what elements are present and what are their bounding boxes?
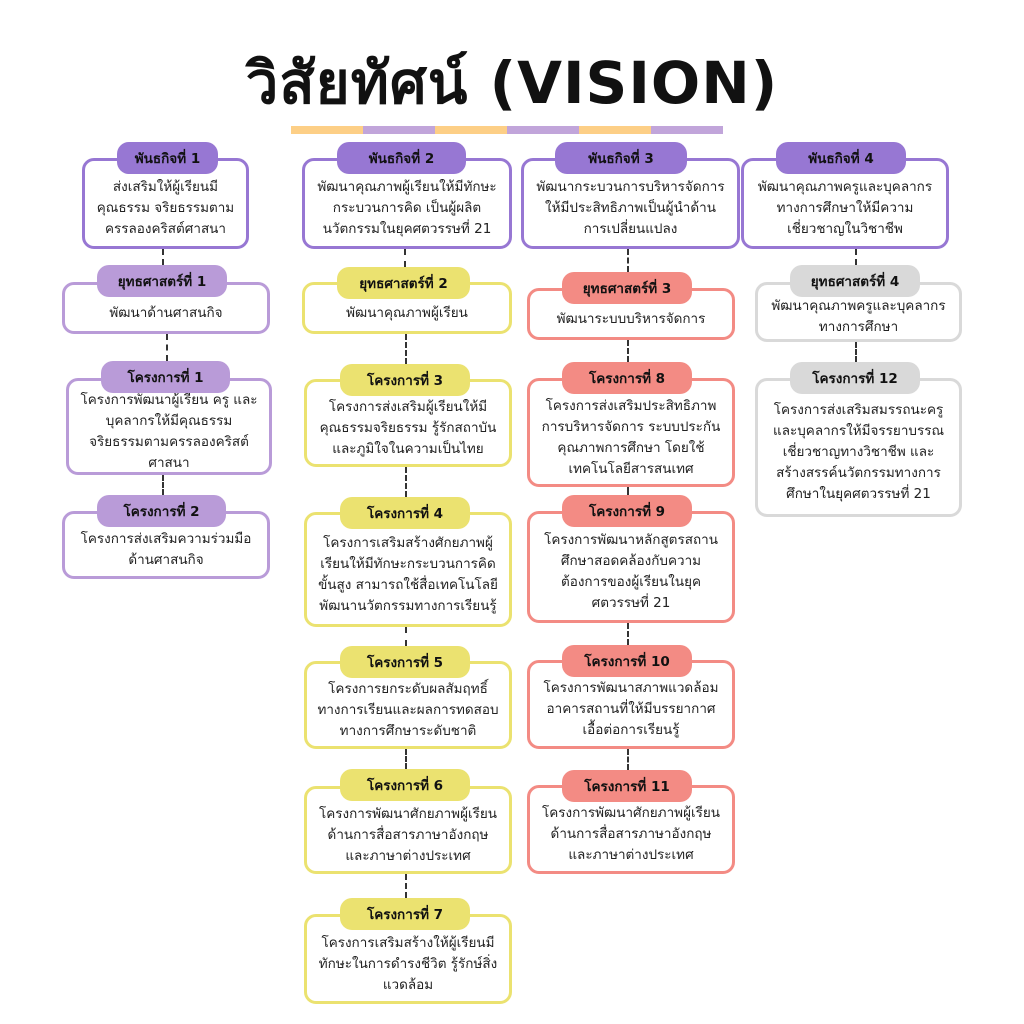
- mission-label: พันธกิจที่ 4: [776, 142, 906, 174]
- connector-line: [627, 487, 629, 495]
- project-box: โครงการเสริมสร้างศักยภาพผู้เรียนให้มีทัก…: [304, 512, 512, 627]
- strategy-label: ยุทธศาสตร์ที่ 2: [337, 267, 470, 299]
- connector-line: [405, 467, 407, 497]
- project-box: โครงการส่งเสริมประสิทธิภาพการบริหารจัดกา…: [527, 378, 735, 487]
- connector-line: [855, 342, 857, 362]
- mission-label: พันธกิจที่ 3: [555, 142, 687, 174]
- strategy-description: พัฒนาด้านศาสนกิจ: [109, 304, 223, 321]
- project-label: โครงการที่ 8: [562, 362, 692, 394]
- connector-line: [405, 334, 407, 364]
- project-description: โครงการพัฒนาสภาพแวดล้อมอาคารสถานที่ให้มี…: [543, 680, 719, 738]
- connector-line: [405, 627, 407, 646]
- project-label: โครงการที่ 7: [340, 898, 470, 930]
- connector-line: [627, 623, 629, 645]
- mission-label: พันธกิจที่ 1: [117, 142, 218, 174]
- project-label: โครงการที่ 3: [340, 364, 470, 396]
- page-title: วิสัยทัศน์ (VISION): [245, 49, 779, 117]
- strategy-description: พัฒนาคุณภาพผู้เรียน: [346, 304, 468, 321]
- project-label: โครงการที่ 4: [340, 497, 470, 529]
- project-description: โครงการส่งเสริมสมรรถนะครูและบุคลากรให้มี…: [773, 402, 944, 502]
- project-box: โครงการพัฒนาผู้เรียน ครู และบุคลากรให้มี…: [66, 378, 272, 475]
- project-description: โครงการเสริมสร้างให้ผู้เรียนมีทักษะในการ…: [318, 934, 498, 993]
- strategy-label: ยุทธศาสตร์ที่ 3: [562, 272, 692, 304]
- project-label: โครงการที่ 6: [340, 769, 470, 801]
- bar-segment: [291, 126, 363, 134]
- project-label: โครงการที่ 5: [340, 646, 470, 678]
- connector-line: [627, 249, 629, 272]
- bar-segment: [435, 126, 507, 134]
- mission-description: พัฒนากระบวนการบริหารจัดการให้มีประสิทธิภ…: [536, 179, 725, 237]
- project-description: โครงการพัฒนาศักยภาพผู้เรียนด้านการสื่อสา…: [542, 805, 720, 863]
- connector-line: [162, 249, 164, 265]
- project-box: โครงการส่งเสริมสมรรถนะครูและบุคลากรให้มี…: [755, 378, 962, 517]
- project-label: โครงการที่ 11: [562, 770, 692, 802]
- connector-line: [405, 874, 407, 898]
- project-label: โครงการที่ 12: [790, 362, 920, 394]
- project-box: โครงการพัฒนาศักยภาพผู้เรียนด้านการสื่อสา…: [527, 785, 735, 874]
- project-description: โครงการพัฒนาหลักสูตรสถานศึกษาสอดคล้องกับ…: [544, 532, 718, 611]
- project-label: โครงการที่ 10: [562, 645, 692, 677]
- project-description: โครงการส่งเสริมความร่วมมือด้านศาสนกิจ: [80, 531, 252, 568]
- project-box: โครงการพัฒนาหลักสูตรสถานศึกษาสอดคล้องกับ…: [527, 511, 735, 623]
- connector-line: [405, 749, 407, 769]
- project-description: โครงการส่งเสริมผู้เรียนให้มีคุณธรรมจริยธ…: [319, 398, 497, 457]
- strategy-label: ยุทธศาสตร์ที่ 4: [790, 265, 920, 297]
- bar-segment: [507, 126, 579, 134]
- project-label: โครงการที่ 1: [101, 361, 230, 393]
- project-description: โครงการส่งเสริมประสิทธิภาพการบริหารจัดกา…: [541, 397, 721, 477]
- mission-description: พัฒนาคุณภาพครูและบุคลากรทางการศึกษาให้มี…: [757, 179, 933, 237]
- project-description: โครงการพัฒนาศักยภาพผู้เรียนด้านการสื่อสา…: [319, 805, 497, 864]
- project-label: โครงการที่ 9: [562, 495, 692, 527]
- project-description: โครงการยกระดับผลสัมฤทธิ์ทางการเรียนและผล…: [317, 680, 499, 739]
- strategy-description: พัฒนาคุณภาพครูและบุคลากรทางการศึกษา: [771, 298, 946, 335]
- project-description: โครงการเสริมสร้างศักยภาพผู้เรียนให้มีทัก…: [318, 534, 498, 614]
- connector-line: [855, 249, 857, 265]
- strategy-label: ยุทธศาสตร์ที่ 1: [97, 265, 227, 297]
- connector-line: [166, 334, 168, 361]
- strategy-box: พัฒนาระบบบริหารจัดการ: [527, 288, 735, 340]
- bar-segment: [651, 126, 723, 134]
- mission-description: พัฒนาคุณภาพผู้เรียนให้มีทักษะกระบวนการคิ…: [317, 179, 497, 237]
- mission-description: ส่งเสริมให้ผู้เรียนมีคุณธรรม จริยธรรมตาม…: [96, 179, 235, 237]
- connector-line: [162, 475, 164, 495]
- connector-line: [627, 340, 629, 362]
- title-underline-bar: [291, 126, 723, 134]
- connector-line: [627, 749, 629, 770]
- mission-label: พันธกิจที่ 2: [337, 142, 466, 174]
- mission-box: พัฒนากระบวนการบริหารจัดการให้มีประสิทธิภ…: [521, 158, 740, 249]
- project-description: โครงการพัฒนาผู้เรียน ครู และบุคลากรให้มี…: [80, 391, 258, 471]
- bar-segment: [579, 126, 651, 134]
- bar-segment: [363, 126, 435, 134]
- strategy-description: พัฒนาระบบบริหารจัดการ: [556, 310, 706, 327]
- project-label: โครงการที่ 2: [97, 495, 226, 527]
- connector-line: [404, 249, 406, 267]
